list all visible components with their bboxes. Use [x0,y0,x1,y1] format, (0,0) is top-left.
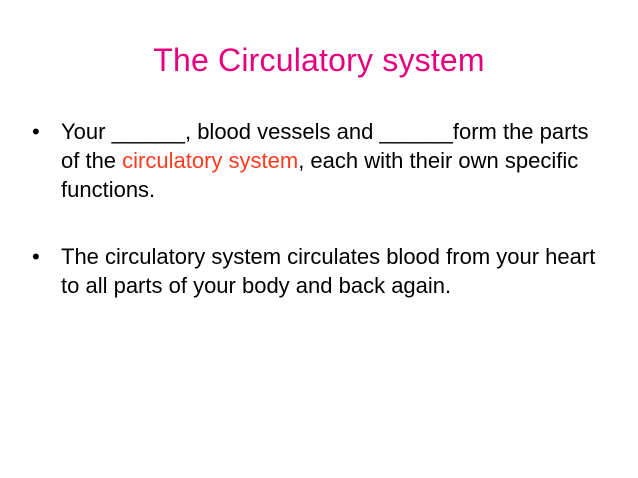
bullet-2-text: The circulatory system circulates blood … [61,244,596,298]
bullet-1-text-end: , each with their own specific functions… [61,148,579,202]
bullet-item-2: • The circulatory system circulates bloo… [32,242,612,300]
bullet-marker: • [32,244,40,269]
bullet-marker: • [32,119,40,144]
bullet-list: • Your ______, blood vessels and ______f… [32,117,612,300]
slide-title: The Circulatory system [153,42,485,78]
bullet-item-1: • Your ______, blood vessels and ______f… [32,117,612,204]
bullet-1-highlight: circulatory system [122,148,299,173]
bullet-1-text-start: Your ______, blood vessels and ______for… [61,119,589,173]
